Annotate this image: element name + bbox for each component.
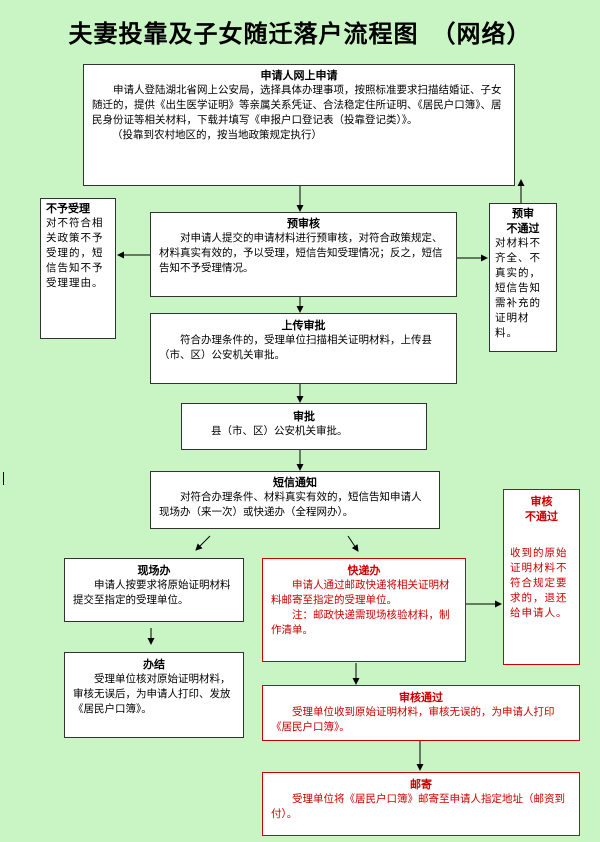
step-not-accepted: 不予受理 对不符合相关政策不予受理的，短信告知不予受理理由。 [40,198,116,339]
step-finish: 办结 受理单位核对原始证明材料，审核无误后，为申请人打印、发放《居民户口簿》。 [64,652,244,738]
step-pre-review-failed: 预审 不通过 对材料不齐全、不真实的，短信告知需补充的证明材料。 [489,203,557,352]
step-on-site-body: 申请人按要求将原始证明材料提交至指定的受理单位。 [73,579,231,606]
step-sms-body: 对符合办理条件、材料真实有效的，短信告知申请人现场办（来一次）或快递办（全程网办… [159,491,422,518]
step-upload-title: 上传审批 [281,319,326,332]
step-pre-review-failed-title2: 不通过 [506,222,540,235]
step-review-failed: 审核 不通过 收到的原始证明材料不符合规定要求的，退还给申请人。 [503,489,580,665]
step-express-body: 申请人通过邮政快递将相关证明材料邮寄至指定的受理单位。 [271,579,450,606]
step-review-passed-title: 审核通过 [399,691,443,704]
step-express-note: 注：邮政快递需现场核验材料，制作清单。 [271,609,450,636]
step-finish-title: 办结 [143,658,165,671]
step-pre-review-body: 对申请人提交的申请材料进行预审核，对符合政策规定、材料真实有效的，予以受理，短信… [159,232,443,274]
step-finish-body: 受理单位核对原始证明材料，审核无误后，为申请人打印、发放《居民户口簿》。 [73,673,231,715]
step-review-passed-body: 受理单位收到原始证明材料，审核无误的，为申请人打印《居民户口簿》。 [271,706,555,733]
step-not-accepted-title: 不予受理 [46,202,90,215]
stray-mark [3,472,4,485]
step-apply-note: （投靠到农村地区的，按当地政策规定执行） [112,129,322,141]
step-express-title: 快递办 [347,564,381,577]
step-pre-review-failed-body: 对材料不齐全、不真实的，短信告知需补充的证明材料。 [495,237,541,339]
step-on-site-title: 现场办 [137,564,171,577]
arrow-sms-to-express [347,535,359,552]
step-review-failed-body: 收到的原始证明材料不符合规定要求的，退还给申请人。 [510,547,568,619]
step-express: 快递办 申请人通过邮政快递将相关证明材料邮寄至指定的受理单位。 注：邮政快递需现… [262,558,466,662]
step-not-accepted-body: 对不符合相关政策不予受理的，短信告知不予受理理由。 [46,217,104,289]
step-apply-body: 申请人登陆湖北省网上公安局，选择具体办理事项，按照标准要求扫描结婚证、子女随迁的… [92,84,502,126]
step-review-failed-title: 审核 [530,495,553,508]
arrow-sms-to-onsite [195,535,211,551]
page-title: 夫妻投靠及子女随迁落户流程图 （网络） [68,19,532,48]
step-mail-title: 邮寄 [410,778,432,791]
step-sms-notice: 短信通知 对符合办理条件、材料真实有效的，短信告知申请人现场办（来一次）或快递办… [150,471,440,529]
step-sms-title: 短信通知 [273,476,317,489]
step-pre-review-failed-title: 预审 [512,207,534,220]
step-review-passed: 审核通过 受理单位收到原始证明材料，审核无误的，为申请人打印《居民户口簿》。 [262,685,580,741]
step-pre-review: 预审核 对申请人提交的申请材料进行预审核，对符合政策规定、材料真实有效的，予以受… [150,212,457,297]
step-upload-approval: 上传审批 符合办理条件的，受理单位扫描相关证明材料，上传县（市、区）公安机关审批… [150,313,457,384]
step-mail: 邮寄 受理单位将《居民户口簿》邮寄至申请人指定地址（邮资到付）。 [262,772,580,836]
step-apply-title: 申请人网上申请 [260,69,338,82]
step-upload-body: 符合办理条件的，受理单位扫描相关证明材料，上传县（市、区）公安机关审批。 [159,334,432,361]
step-on-site: 现场办 申请人按要求将原始证明材料提交至指定的受理单位。 [64,558,244,622]
step-pre-review-title: 预审核 [287,217,320,230]
step-approval-title: 审批 [293,410,315,423]
step-review-failed-title2: 不通过 [525,510,558,523]
step-mail-body: 受理单位将《居民户口簿》邮寄至申请人指定地址（邮资到付）。 [271,793,565,820]
step-approval-body: 县（市、区）公安机关审批。 [211,425,348,437]
step-approval: 审批 县（市、区）公安机关审批。 [181,403,427,450]
step-apply-online: 申请人网上申请 申请人登陆湖北省网上公安局，选择具体办理事项，按照标准要求扫描结… [83,64,515,186]
